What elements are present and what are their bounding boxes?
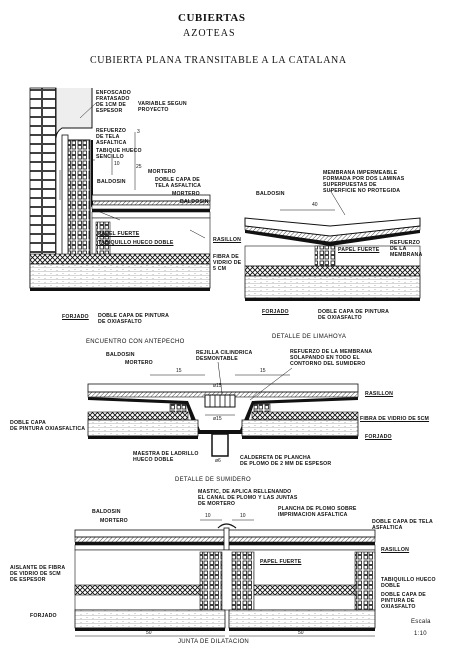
label-baldosin-1: BALDOSIN [97,179,126,185]
label-forjado-4: FORJADO [30,613,57,619]
label-rasillon-1: RASILLON [213,237,242,243]
dim-diam-6: ø6 [215,458,221,464]
label-rasillon-4: RASILLON [381,547,410,553]
caption-sumidero: DETALLE DE SUMIDERO [175,477,251,483]
label-mortero-5: MORTERO [100,518,128,524]
detail-encuentro-antepecho [29,87,211,291]
detail-junta-dilatacion [74,519,376,637]
label-fibra-vidrio-3: FIBRA DE VIDRIO DE 5CM [360,416,430,422]
label-forjado-2: FORJADO [262,309,289,315]
dim-50-left: 50 [146,630,152,636]
dim-10: 10 [114,161,120,167]
scale-value: 1:10 [414,631,427,637]
caption-encuentro: ENCUENTRO CON ANTEPECHO [86,339,185,345]
label-baldosin-3: BALDOSIN [256,191,285,197]
label-forjado-1: FORJADO [62,314,89,320]
section-title: CUBIERTA PLANA TRANSITABLE A LA CATALANA [90,55,347,66]
caption-junta: JUNTA DE DILATACION [178,639,250,645]
label-mortero-4: MORTERO [125,360,153,366]
dim-3: 3 [137,129,140,135]
label-forjado-3: FORJADO [365,434,392,440]
label-mortero-1: MORTERO [148,169,176,175]
dim-15-left: 15 [176,368,182,374]
detail-sumidero [87,361,359,457]
scale-label: Escala [411,619,431,625]
dim-diam-15-mid: ø15 [213,416,222,422]
label-baldosin-4: BALDOSIN [106,352,135,358]
detail-limahoya [244,189,421,301]
dim-10-right: 10 [240,513,246,519]
dim-25: 25 [136,164,142,170]
page-title: CUBIERTAS [178,12,246,24]
caption-limahoya: DETALLE DE LIMAHOYA [272,334,347,340]
label-baldosin-2: BALDOSIN [180,199,209,205]
dim-diam-15-top: ø15 [213,383,222,389]
dim-40: 40 [312,202,318,208]
label-tabiquillo-hueco: TABIQUILLO HUECO DOBLE [98,240,174,246]
dim-10-left: 10 [205,513,211,519]
label-mortero-2: MORTERO [172,191,200,197]
label-papel-fuerte-2: PAPEL FUERTE [338,247,380,253]
dim-15-right: 15 [260,368,266,374]
label-baldosin-5: BALDOSIN [92,509,121,515]
label-papel-fuerte-4: PAPEL FUERTE [260,559,302,565]
label-rasillon-3: RASILLON [365,391,394,397]
label-papel-fuerte-1: PAPEL FUERTE [98,231,140,237]
dim-50-right: 50 [298,630,304,636]
page-subtitle: AZOTEAS [183,28,236,39]
